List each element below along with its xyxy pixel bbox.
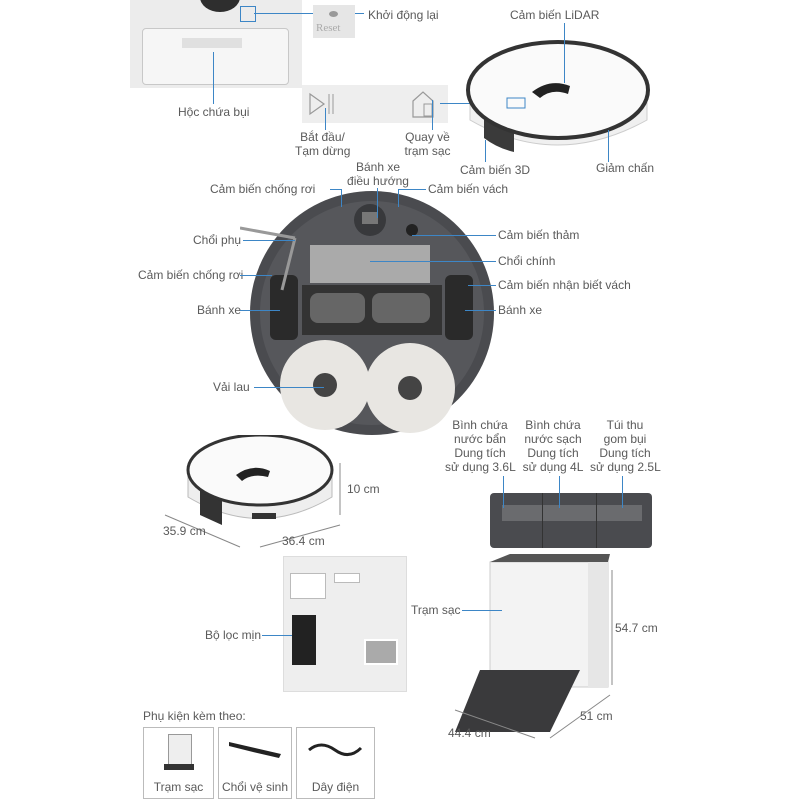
accessory-station: Trạm sạc (143, 727, 214, 799)
tank-tray-image (490, 493, 652, 548)
return-dock-line1: Quay về (405, 130, 450, 144)
reset-text: Reset (316, 22, 341, 34)
side-brush-label: Chổi phụ (193, 233, 242, 247)
wheel-left-label: Bánh xe (197, 303, 242, 317)
play-pause-icon (309, 92, 334, 116)
accessory-power-cord: Dây điện (296, 727, 375, 799)
accessory-brush-label: Chổi vệ sinh (221, 780, 289, 794)
start-pause-label: Bắt đầu/Tạm dừng (295, 130, 350, 158)
main-brush-label: Chổi chính (498, 254, 556, 268)
reset-button-image: Reset (313, 5, 355, 38)
tank-line: Dung tích (454, 446, 506, 460)
station-height-label: 54.7 cm (615, 621, 658, 635)
robot-width-label: 36.4 cm (282, 534, 325, 548)
power-cord-icon (308, 743, 363, 756)
start-pause-line2: Tạm dừng (295, 144, 351, 158)
accessory-station-label: Trạm sạc (153, 780, 204, 794)
tank-line: gom bụi (603, 432, 647, 446)
sensor-3d-label: Cảm biến 3D (460, 163, 531, 177)
station-width-label: 51 cm (580, 709, 613, 723)
filter-label: Bộ lọc mịn (205, 628, 262, 642)
restart-label: Khởi động lại (368, 8, 439, 22)
tank-line: Túi thu (606, 418, 644, 432)
accessory-cord-label: Dây điện (311, 780, 360, 794)
tank-line: sử dụng 3.6L (445, 460, 516, 474)
robot-top-image (466, 40, 650, 152)
station-back-image (283, 556, 407, 692)
wheel-right-label: Bánh xe (498, 303, 543, 317)
accessories-title: Phụ kiện kèm theo: (143, 709, 246, 723)
docking-station-image (454, 554, 613, 739)
cliff-sensor-top-label: Cảm biến chống rơi (210, 182, 316, 196)
tank-line: nước sạch (524, 432, 582, 446)
nav-wheel-line1: Bánh xe (355, 160, 401, 174)
mop-label: Vải lau (213, 380, 250, 394)
robot-depth-label: 35.9 cm (163, 524, 206, 538)
robot-dimensions-image (164, 435, 341, 548)
wall-detect-sensor-label: Cảm biến nhận biết vách (498, 278, 631, 292)
dustbin-label: Hộc chứa bụi (178, 105, 250, 119)
cliff-sensor-side-label: Cảm biến chống rơi (138, 268, 244, 282)
nav-wheel-line2: điều hướng (347, 174, 409, 188)
bumper-label: Giảm chấn (596, 161, 655, 175)
tank-line: nước bẩn (454, 432, 506, 446)
wall-sensor-label: Cảm biến vách (428, 182, 509, 196)
brush-icon (229, 742, 281, 758)
robot-bottom-image (240, 191, 494, 435)
tank-line: sử dụng 2.5L (590, 460, 661, 474)
station-depth-label: 44.4 cm (448, 726, 491, 740)
lidar-label: Cảm biến LiDAR (510, 8, 600, 22)
tank-line: Dung tích (599, 446, 651, 460)
tank-line: Dung tích (527, 446, 579, 460)
station-label: Trạm sạc (411, 603, 461, 617)
home-dock-icon (412, 91, 434, 118)
robot-height-label: 10 cm (347, 482, 380, 496)
start-pause-line1: Bắt đầu/ (300, 130, 345, 144)
accessory-cleaning-brush: Chổi vệ sinh (218, 727, 292, 799)
carpet-sensor-label: Cảm biến thảm (498, 228, 580, 242)
tank-line: Bình chứa (452, 418, 508, 432)
return-dock-line2: trạm sạc (404, 144, 451, 158)
dustbin-image (130, 0, 302, 88)
control-panel-image (302, 85, 448, 123)
tank-line: Bình chứa (525, 418, 581, 432)
tank-line: sử dụng 4L (522, 460, 584, 474)
